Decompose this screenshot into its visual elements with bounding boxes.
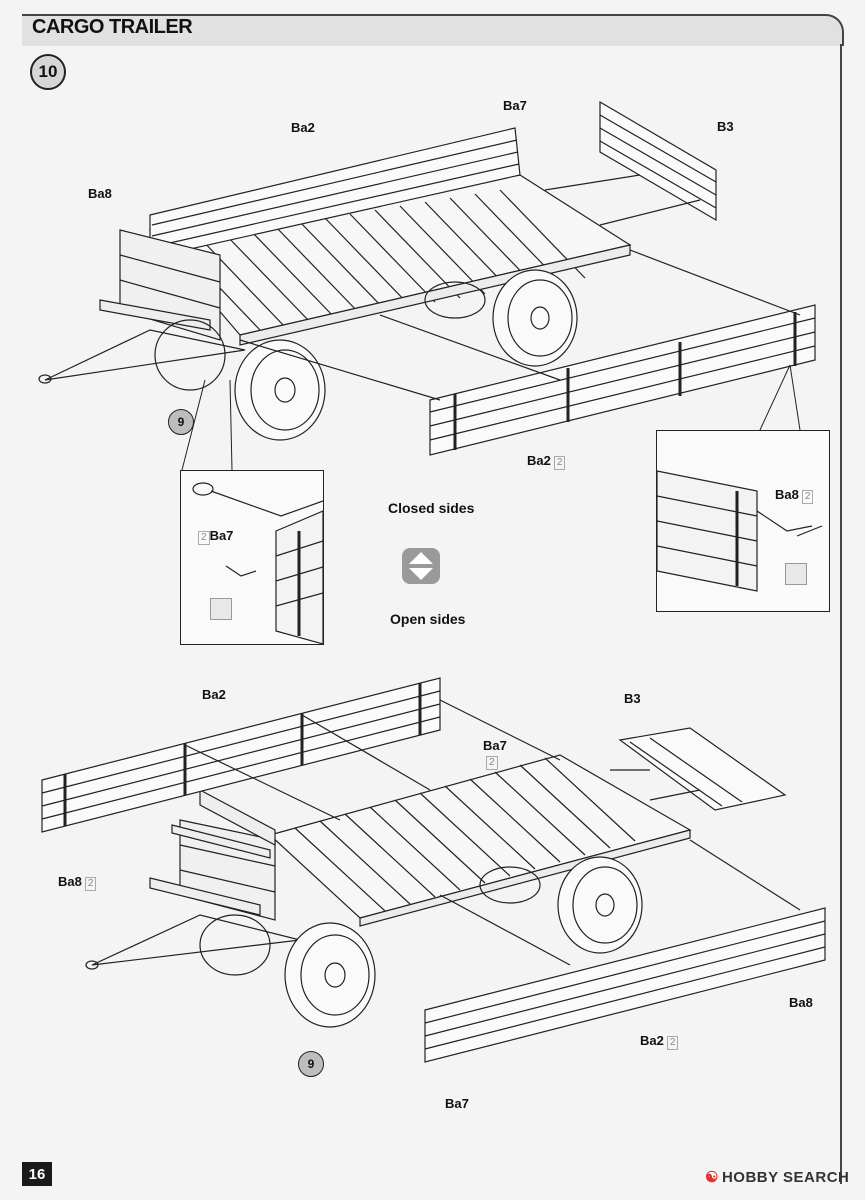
label-ba8-top: Ba8 [88,186,112,201]
ba7-label-text: Ba7 [483,738,507,753]
caption-open-sides: Open sides [390,611,466,627]
step-number-badge: 10 [30,54,66,90]
quantity-badge: 2 [666,1036,679,1050]
label-ba2-top-back: Ba2 [291,120,315,135]
top-front-side-panel [429,304,816,456]
top-tailgate-b3 [599,100,717,222]
label-ba7-bottom-low: Ba7 [445,1096,469,1111]
label-ba7-top: Ba7 [503,98,527,113]
label-ba8-bottom-right: Ba8 [789,995,813,1010]
ba7-label-text: Ba7 [209,528,234,543]
watermark-text: HOBBY SEARCH [721,1169,850,1186]
glue-icon [785,563,807,585]
page-number: 16 [22,1162,52,1186]
top-back-side-panel [149,127,521,259]
toggle-arrow-icon [402,548,440,584]
left-detail-inset [180,470,324,645]
page-title: CARGO TRAILER [32,16,193,38]
label-b3-bottom: B3 [624,691,641,706]
bottom-tailgate-b3 [618,727,787,811]
bottom-trailer-deck [268,754,692,927]
bottom-back-side-panel [41,677,441,833]
bottom-front-side-panel [424,907,826,1063]
bottom-wheel-rear [557,856,643,954]
quantity-badge: 2 [486,756,498,770]
ba8-label-text: Ba8 [775,487,799,502]
bottom-wheel-front [284,922,376,1028]
quantity-badge: 2 [198,531,210,545]
label-b3-top: B3 [717,119,734,134]
watermark: ☯HOBBY SEARCH [705,1168,849,1186]
watermark-logo-icon: ☯ [705,1169,719,1186]
ba2-label-text: Ba2 [527,453,551,468]
page-frame [22,44,842,1184]
top-wheel-front [234,339,326,441]
step-9-callout-bottom: 9 [298,1051,324,1077]
header-bar [22,14,844,46]
ba2-label-text: Ba2 [640,1033,664,1048]
quantity-badge: 2 [553,456,566,470]
ba8-label-text: Ba8 [58,874,82,889]
caption-closed-sides: Closed sides [388,500,475,516]
quantity-badge: 2 [801,490,814,504]
top-wheel-rear [492,269,578,367]
label-ba2-bottom-back: Ba2 [202,687,226,702]
glue-icon [210,598,232,620]
quantity-badge: 2 [84,877,97,891]
step-9-callout-top: 9 [168,409,194,435]
